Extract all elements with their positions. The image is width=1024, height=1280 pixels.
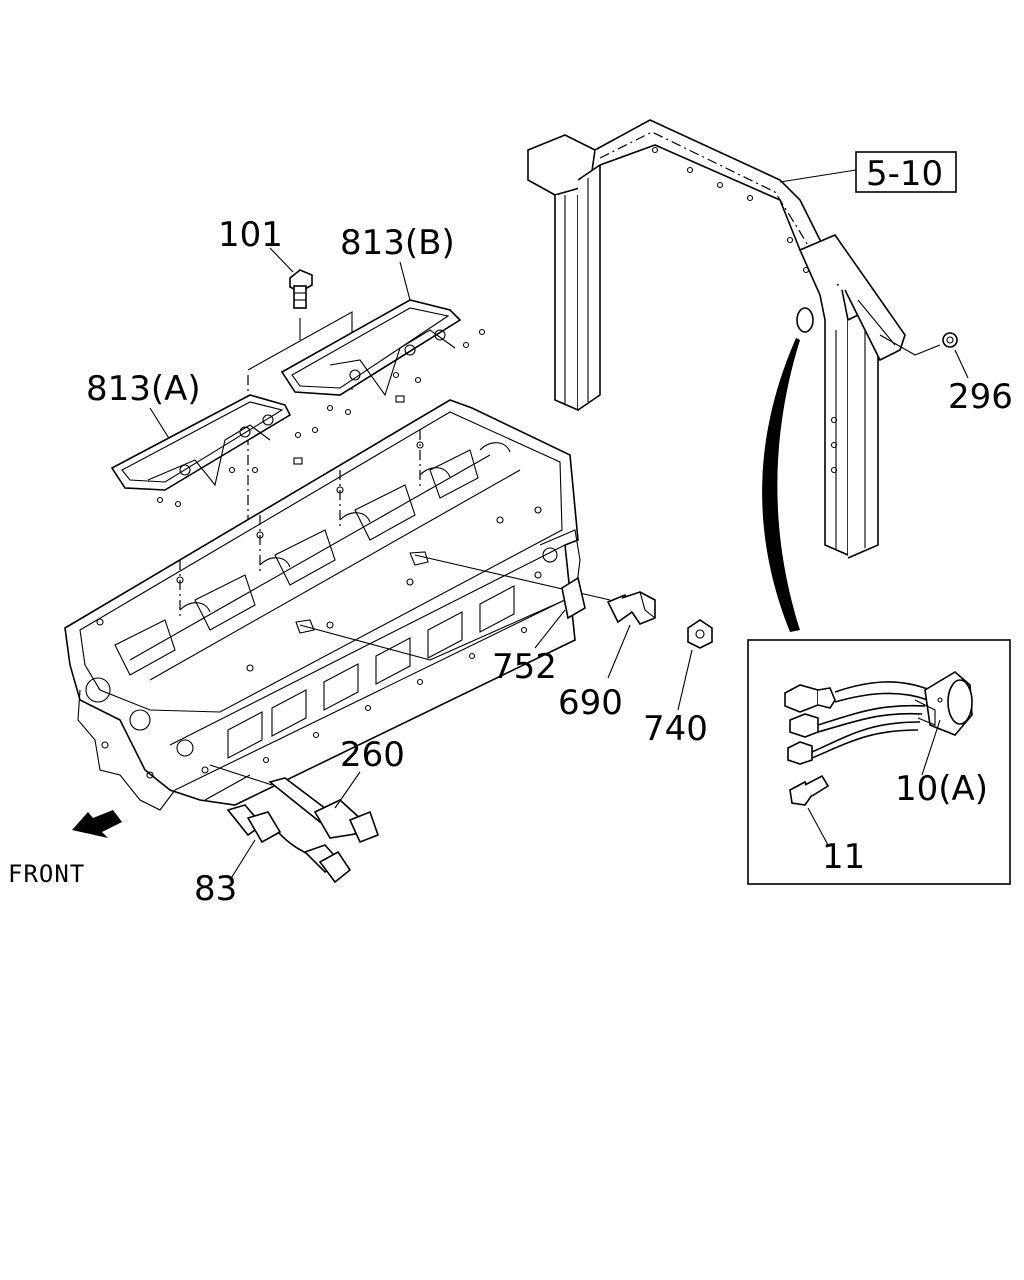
bracket-holes bbox=[651, 146, 838, 474]
part-813a-gasket: 813(A) bbox=[86, 369, 319, 508]
label-front: FRONT bbox=[8, 860, 85, 888]
label-260: 260 bbox=[340, 735, 405, 775]
front-indicator: FRONT bbox=[8, 810, 122, 888]
part-690-sensor: 690 bbox=[558, 591, 656, 723]
label-296: 296 bbox=[948, 377, 1013, 417]
label-740: 740 bbox=[643, 709, 708, 749]
label-5-10: 5-10 bbox=[866, 154, 943, 194]
label-83: 83 bbox=[194, 869, 237, 909]
label-11: 11 bbox=[822, 837, 865, 877]
arrow-down-left-icon bbox=[72, 810, 122, 838]
harness-10a bbox=[784, 671, 973, 765]
inset-detail: 11 10(A) bbox=[747, 639, 1011, 885]
label-813a: 813(A) bbox=[86, 369, 201, 409]
part-740-nut: 740 bbox=[643, 619, 713, 749]
part-11-bolt: 11 bbox=[789, 774, 865, 877]
reference-box-5-10: 5-10 bbox=[779, 151, 957, 194]
frame-bracket bbox=[527, 119, 906, 559]
part-83-sensor: 83 bbox=[194, 804, 352, 909]
label-752: 752 bbox=[492, 647, 557, 687]
label-690: 690 bbox=[558, 683, 623, 723]
label-101: 101 bbox=[218, 215, 283, 255]
part-752-gasket: 752 bbox=[492, 576, 586, 687]
part-260-sensor: 260 bbox=[204, 735, 405, 844]
part-101-bolt: 101 bbox=[218, 215, 313, 340]
label-10a: 10(A) bbox=[895, 769, 988, 809]
inset-callout-arrow bbox=[762, 338, 800, 632]
part-296-nut: 296 bbox=[879, 332, 1013, 417]
cylinder-head bbox=[64, 399, 581, 811]
part-813b-gasket: 813(B) bbox=[280, 223, 486, 416]
label-813b: 813(B) bbox=[340, 223, 455, 263]
